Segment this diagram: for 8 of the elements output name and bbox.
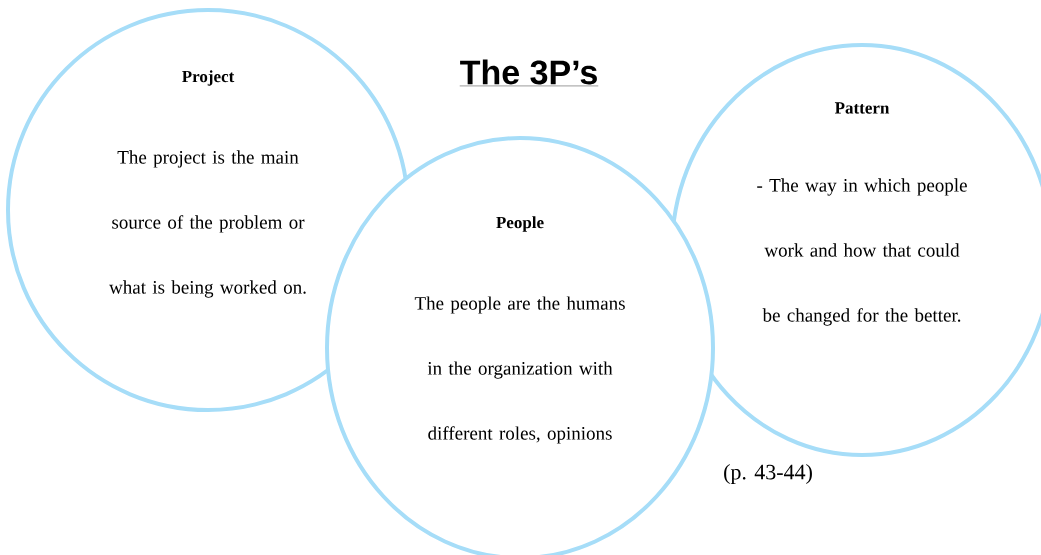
circle-text: The project is the main source of the problem or what is being worked on. (109, 150, 306, 298)
circle-heading: People (496, 216, 544, 232)
circle-text: The people are the humans in the organization with different roles, opinions (414, 296, 625, 444)
circle-text: - The way in which people work and how that could be changed for the better. (757, 178, 967, 326)
page-reference: (p. 43-44) (724, 464, 812, 484)
title: The 3P’s (459, 59, 599, 87)
circle-heading: Project (182, 70, 235, 86)
circle-heading: Pattern (834, 102, 890, 114)
